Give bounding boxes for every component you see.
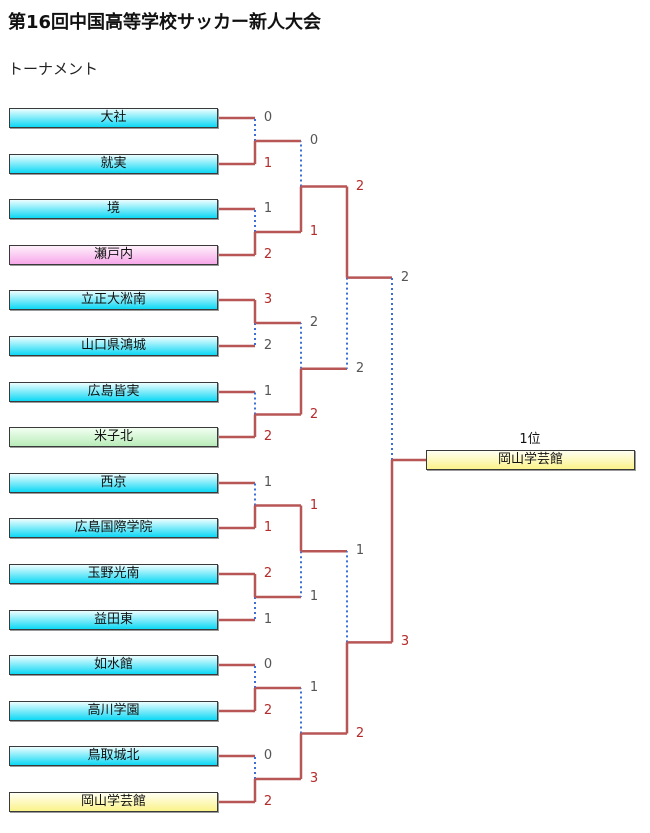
team-box[interactable]: 鳥取城北 bbox=[9, 746, 218, 766]
match-score: 2 bbox=[355, 360, 365, 376]
team-box[interactable]: 山口県鴻城 bbox=[9, 336, 218, 356]
match-score: 1 bbox=[263, 520, 273, 535]
match-score: 0 bbox=[309, 133, 319, 148]
match-score: 1 bbox=[263, 384, 273, 399]
match-score: 1 bbox=[263, 156, 273, 171]
match-score: 2 bbox=[263, 703, 273, 718]
match-score: 2 bbox=[263, 247, 273, 262]
team-box[interactable]: 広島国際学院 bbox=[9, 518, 218, 538]
champion-rank-label: 1位 bbox=[519, 432, 541, 447]
match-score: 2 bbox=[263, 429, 273, 444]
match-score: 0 bbox=[263, 748, 273, 763]
match-score: 1 bbox=[309, 589, 319, 604]
match-score: 2 bbox=[263, 794, 273, 809]
match-score: 2 bbox=[400, 269, 410, 285]
team-box[interactable]: 高川学園 bbox=[9, 701, 218, 721]
match-score: 3 bbox=[309, 771, 319, 786]
team-box[interactable]: 米子北 bbox=[9, 427, 218, 447]
match-score: 2 bbox=[309, 406, 319, 422]
team-box[interactable]: 西京 bbox=[9, 473, 218, 493]
match-score: 1 bbox=[309, 680, 319, 695]
match-score: 3 bbox=[400, 634, 410, 650]
match-score: 1 bbox=[309, 497, 319, 513]
match-score: 1 bbox=[355, 543, 365, 559]
team-box[interactable]: 境 bbox=[9, 199, 218, 219]
match-score: 3 bbox=[263, 292, 273, 307]
match-score: 2 bbox=[263, 566, 273, 581]
team-box[interactable]: 玉野光南 bbox=[9, 564, 218, 584]
team-box[interactable]: 益田東 bbox=[9, 610, 218, 630]
team-box[interactable]: 立正大淞南 bbox=[9, 290, 218, 310]
match-score: 1 bbox=[263, 612, 273, 627]
section-title: トーナメント bbox=[8, 60, 99, 78]
team-box[interactable]: 如水館 bbox=[9, 655, 218, 675]
team-box[interactable]: 大社 bbox=[9, 108, 218, 128]
match-score: 0 bbox=[263, 657, 273, 672]
match-score: 1 bbox=[263, 475, 273, 490]
team-box[interactable]: 広島皆実 bbox=[9, 382, 218, 402]
match-score: 1 bbox=[263, 201, 273, 216]
match-score: 2 bbox=[355, 725, 365, 741]
match-score: 0 bbox=[263, 110, 273, 125]
match-score: 1 bbox=[309, 224, 319, 239]
match-score: 2 bbox=[309, 315, 319, 330]
match-score: 2 bbox=[355, 178, 365, 194]
team-box[interactable]: 就実 bbox=[9, 154, 218, 174]
team-box[interactable]: 岡山学芸館 bbox=[9, 792, 218, 812]
champion-team[interactable]: 岡山学芸館 bbox=[426, 450, 635, 470]
team-box[interactable]: 瀬戸内 bbox=[9, 245, 218, 265]
match-score: 2 bbox=[263, 338, 273, 353]
page-title: 第16回中国高等学校サッカー新人大会 bbox=[8, 12, 322, 33]
